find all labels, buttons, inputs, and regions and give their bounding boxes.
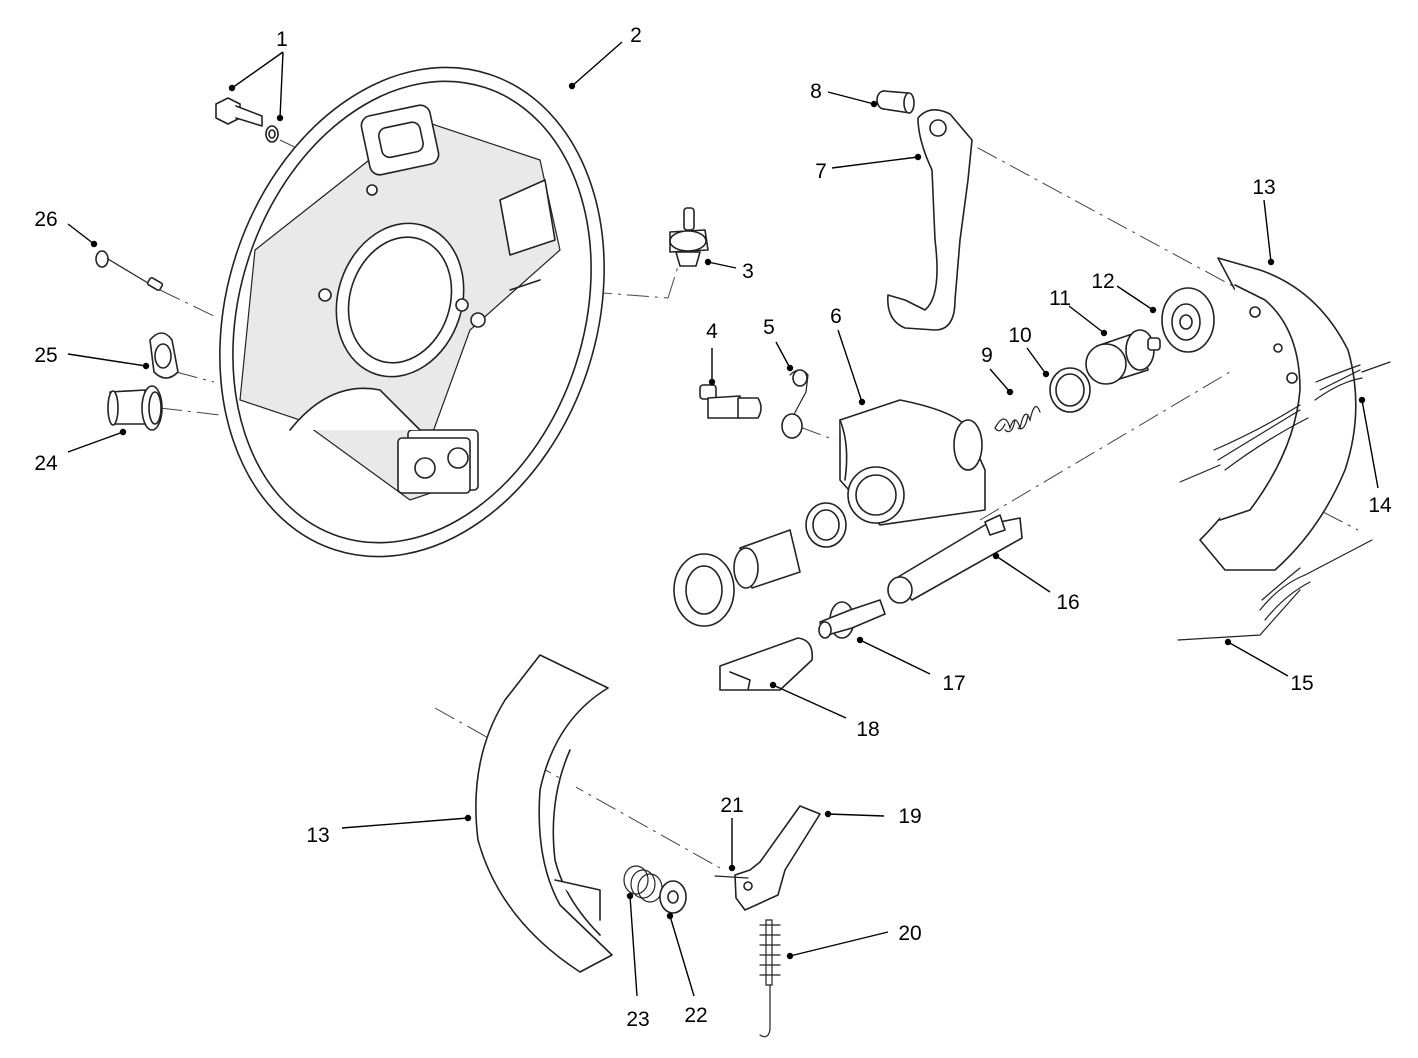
callout-9: 9	[981, 344, 993, 367]
return-spring-upper	[1179, 361, 1391, 483]
callout-18: 18	[856, 718, 879, 741]
pivot-pin	[876, 90, 915, 114]
leader-dots	[90, 82, 1366, 960]
lever-arm	[887, 109, 973, 331]
hold-down-washer	[659, 880, 687, 914]
callout-10: 10	[1008, 324, 1031, 347]
bleeder-rod	[95, 250, 164, 292]
callout-25: 25	[34, 344, 57, 367]
callout-7: 7	[815, 160, 827, 183]
callout-11: 11	[1049, 287, 1071, 310]
brake-shoe-upper	[1199, 257, 1357, 571]
wheel-cylinder	[839, 399, 986, 526]
callout-15: 15	[1290, 672, 1313, 695]
callout-26: 26	[34, 208, 57, 231]
callout-labels: 1 2 3 4 5 6 7 8 9 10 11 12 13 13 14 15 1…	[34, 24, 1392, 1031]
lever-pin	[714, 875, 749, 879]
brake-shoe-lower	[475, 654, 613, 973]
bleeder-fitting	[699, 384, 762, 419]
cylinder-spring	[994, 405, 1041, 433]
callout-16: 16	[1056, 591, 1079, 614]
callout-19: 19	[898, 805, 921, 828]
callout-6: 6	[830, 305, 842, 328]
callout-5: 5	[763, 316, 775, 339]
boot	[1161, 287, 1215, 353]
adjuster-screw	[818, 599, 886, 639]
callout-24: 24	[34, 452, 58, 475]
callout-13-upper: 13	[1252, 176, 1275, 199]
callout-23: 23	[626, 1008, 649, 1031]
adjuster-lever	[734, 805, 821, 911]
callout-3: 3	[742, 260, 754, 283]
callout-1: 1	[276, 28, 288, 51]
callout-4: 4	[706, 320, 718, 343]
backing-plate	[219, 66, 605, 558]
callout-13-lower: 13	[306, 824, 329, 847]
piston	[1085, 329, 1161, 385]
bolt-and-washer	[215, 97, 279, 143]
callout-21: 21	[720, 794, 743, 817]
callout-14: 14	[1368, 494, 1392, 517]
adjuster-fork	[719, 637, 814, 691]
bleeder-valve	[669, 207, 709, 267]
callout-12: 12	[1091, 270, 1114, 293]
callout-20: 20	[898, 922, 921, 945]
callout-2: 2	[630, 24, 642, 47]
callout-17: 17	[942, 672, 965, 695]
adjuster-socket	[887, 514, 1023, 604]
cup-seal	[1049, 367, 1091, 413]
return-spring-lower	[1177, 539, 1373, 641]
dust-cap	[781, 369, 809, 439]
callout-22: 22	[684, 1004, 707, 1027]
plug	[149, 332, 179, 379]
leader-lines	[67, 41, 1379, 997]
adjuster-spring	[759, 919, 781, 1038]
grommet	[107, 385, 163, 431]
callout-8: 8	[810, 80, 822, 103]
piston-set-lower	[673, 502, 847, 627]
